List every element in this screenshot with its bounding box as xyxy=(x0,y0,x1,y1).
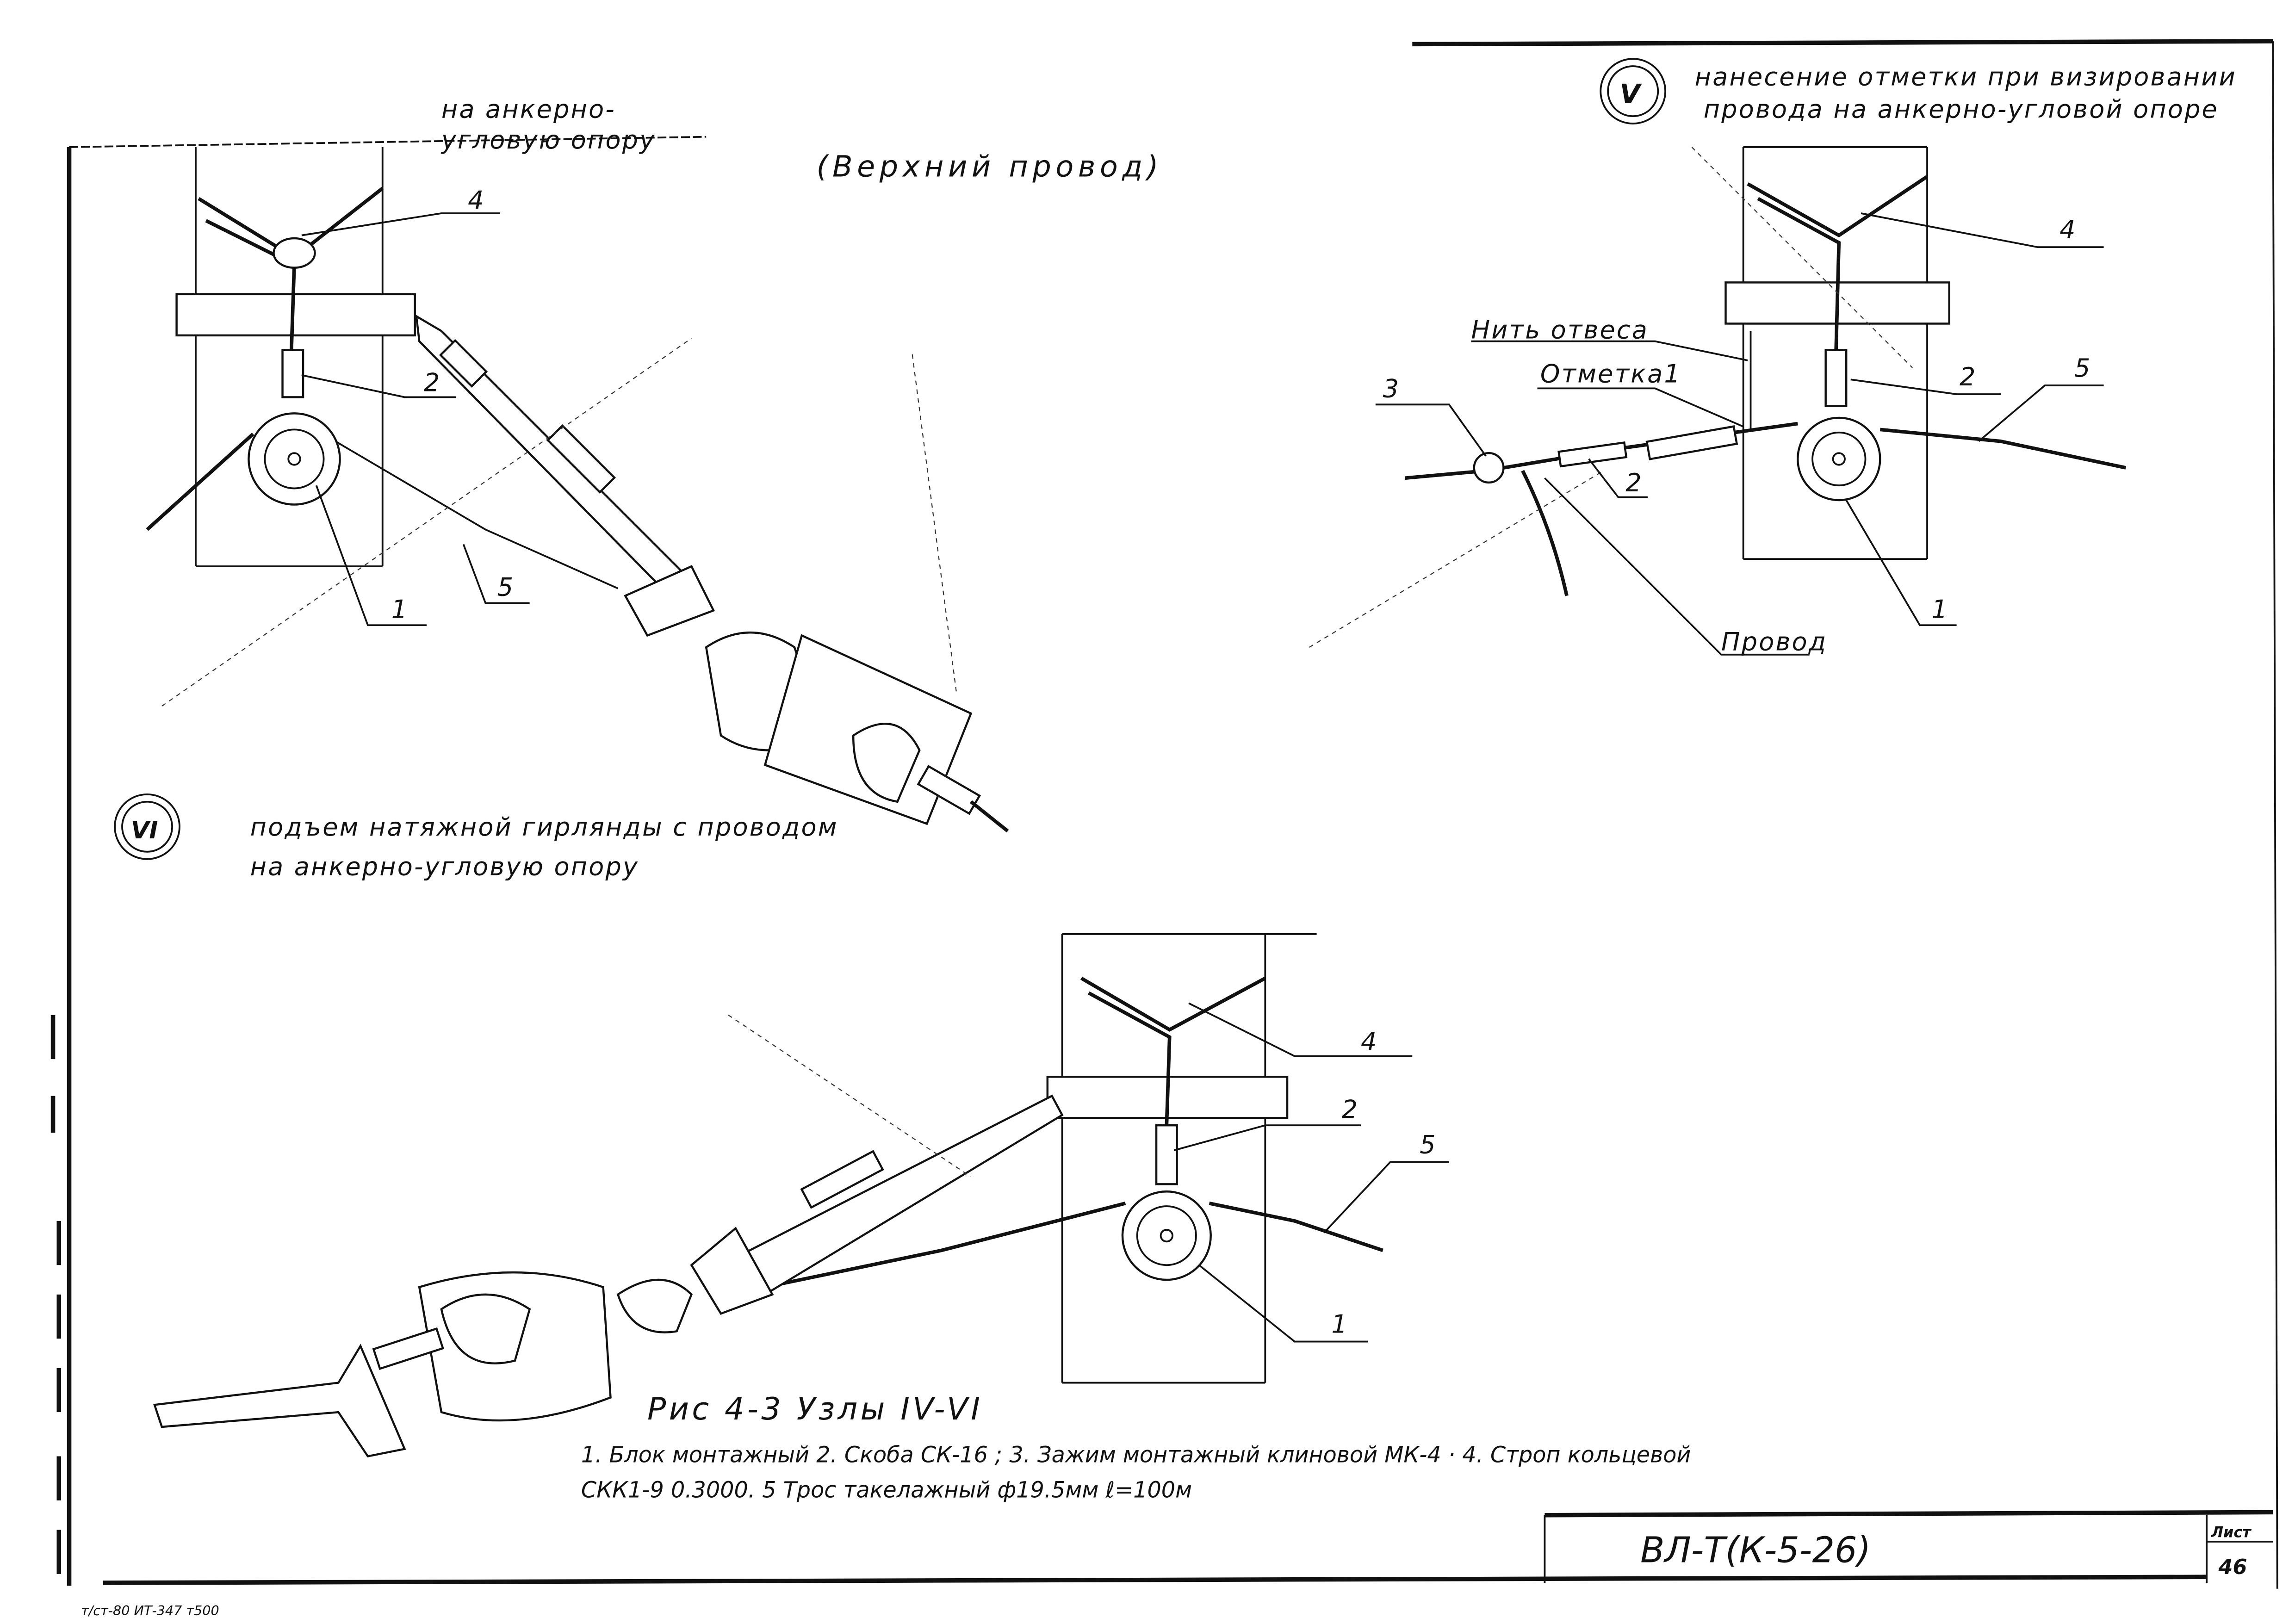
node-vi-title-line2: на анкерно-угловую опору xyxy=(250,852,639,881)
node-v-marker-circle xyxy=(1600,58,1667,124)
node-vi-label-4: 4 xyxy=(1361,1027,1377,1056)
sheet-number: 46 xyxy=(2218,1556,2247,1579)
node-v-label-4: 4 xyxy=(2059,215,2075,244)
node-iv-label-5: 5 xyxy=(497,573,513,602)
node-v-label-3: 3 xyxy=(1383,374,1399,403)
node-iv-drawing xyxy=(146,147,1009,833)
node-vi-drawing xyxy=(153,933,1449,1458)
node-vi-label-1: 1 xyxy=(1331,1309,1347,1339)
node-v-marker: V xyxy=(1620,79,1643,110)
node-v-label-mark: Отметка1 xyxy=(1540,360,1681,389)
header-fragment-line1: на анкерно- xyxy=(441,94,616,124)
node-vi-label-5: 5 xyxy=(1420,1130,1435,1159)
pulley-block xyxy=(1121,1190,1212,1281)
node-v-label-2a: 2 xyxy=(1625,468,1641,497)
node-v-label-1: 1 xyxy=(1932,595,1948,624)
node-iv-label-2: 2 xyxy=(424,368,440,397)
header-fragment-line2: угловую опору xyxy=(440,125,656,155)
legend-line-1: 1. Блок монтажный 2. Скоба СК-16 ; 3. За… xyxy=(581,1442,1691,1468)
node-v-title-line1: нанесение отметки при визировании xyxy=(1695,62,2237,91)
sheet-frame xyxy=(50,39,2278,1589)
sheet-label: Лист xyxy=(2211,1524,2252,1541)
node-vi-title-line1: подъем натяжной гирлянды с проводом xyxy=(250,812,838,842)
node-iv-label-1: 1 xyxy=(391,595,407,624)
node-v-label-5: 5 xyxy=(2074,353,2090,383)
drawing-code: ВЛ-Т(К-5-26) xyxy=(1640,1529,1871,1570)
node-iv-label-4: 4 xyxy=(468,186,484,215)
node-v-title-line2: провода на анкерно-угловой опоре xyxy=(1704,94,2219,124)
pulley-block xyxy=(1797,416,1881,502)
title-block: ВЛ-Т(К-5-26) Лист 46 xyxy=(1544,1510,2273,1583)
legend-line-2: СКК1-9 0.3000. 5 Трос такелажный ф19.5мм… xyxy=(581,1478,1192,1503)
node-vi-marker: VI xyxy=(131,817,158,844)
node-v-label-wire: Провод xyxy=(1721,627,1827,656)
figure-caption: Рис 4-3 Узлы IV-VI xyxy=(647,1391,983,1427)
node-v-drawing xyxy=(1309,146,2127,656)
node-v-label-plumb: Нить отвеса xyxy=(1471,315,1649,344)
node-v-label-2b: 2 xyxy=(1960,362,1975,391)
node-vi-marker-circle xyxy=(114,793,180,860)
footer-note: т/ст-80 ИТ-347 т500 xyxy=(81,1603,219,1618)
node-vi-label-2: 2 xyxy=(1342,1095,1358,1124)
pulley-block xyxy=(248,412,341,506)
upper-wire-note: (Верхний провод) xyxy=(817,149,1163,184)
